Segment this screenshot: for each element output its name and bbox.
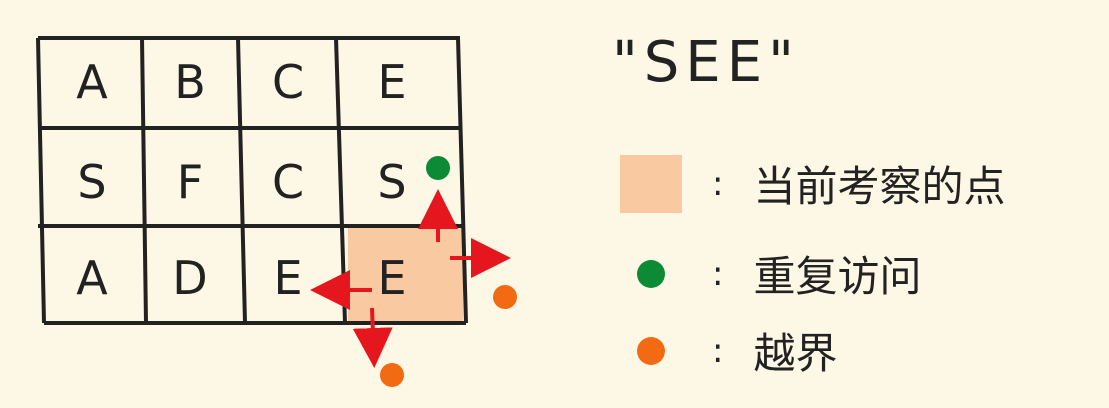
grid-cell-letter: E bbox=[377, 55, 406, 109]
grid-cell-letter: S bbox=[377, 155, 406, 209]
legend-colon: : bbox=[712, 163, 724, 204]
legend-colon: : bbox=[712, 330, 724, 371]
arrow-down bbox=[352, 307, 393, 368]
current-cell-highlight bbox=[348, 226, 463, 321]
legend-revisit: : 重复访问 bbox=[620, 243, 921, 304]
grid-cell-letter: E bbox=[377, 251, 406, 305]
grid-cell-letter: F bbox=[177, 155, 203, 209]
legend-current-label: 当前考察的点 bbox=[753, 162, 1006, 211]
legend-out-of-bounds: : 越界 bbox=[620, 320, 837, 381]
target-word: "SEE" bbox=[612, 30, 800, 95]
out-of-bounds-dot-right bbox=[493, 285, 517, 309]
grid-cell-letter: B bbox=[174, 55, 206, 109]
grid-cell-letter: A bbox=[76, 251, 108, 305]
direction-arrows bbox=[310, 189, 511, 368]
legend-revisit-label: 重复访问 bbox=[753, 252, 922, 301]
grid-cell-letter: D bbox=[172, 251, 207, 305]
grid-cell-letter: C bbox=[272, 155, 304, 209]
current-swatch bbox=[620, 154, 682, 213]
revisit-dot bbox=[426, 156, 450, 180]
grid-cell-letter: S bbox=[77, 155, 106, 209]
grid-cell-letter: E bbox=[273, 251, 302, 305]
grid-cell-letter: C bbox=[272, 55, 304, 109]
orange-dot-icon bbox=[637, 336, 665, 365]
grid-cell-letter: A bbox=[76, 55, 108, 109]
out-of-bounds-dot-bottom bbox=[380, 363, 404, 387]
legend-current: : 当前考察的点 bbox=[620, 153, 1005, 214]
grid-lines bbox=[36, 36, 468, 325]
green-dot-icon bbox=[637, 259, 665, 288]
legend-out-of-bounds-label: 越界 bbox=[753, 329, 838, 378]
legend-colon: : bbox=[712, 253, 724, 294]
